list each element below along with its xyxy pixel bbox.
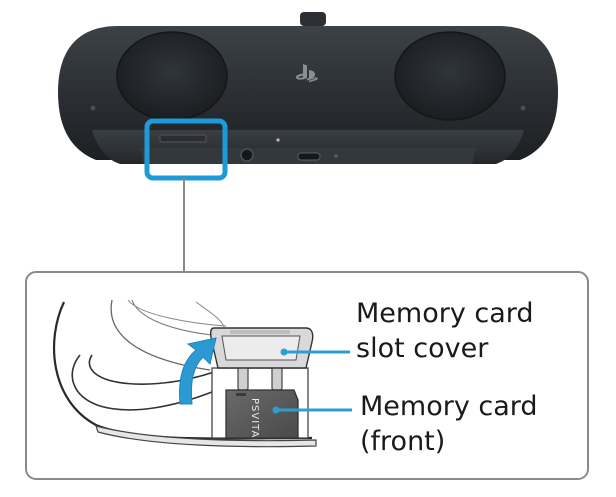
usb-port-icon bbox=[297, 152, 321, 161]
device-top-connector bbox=[300, 12, 326, 26]
device-illustration bbox=[58, 12, 558, 181]
memory-card-print: PSVITA bbox=[249, 398, 260, 438]
label-memory-card: Memory card (front) bbox=[360, 389, 538, 459]
label-slot-cover: Memory card slot cover bbox=[356, 296, 534, 366]
label-slot-cover-line1: Memory card bbox=[356, 298, 534, 329]
right-rear-pad bbox=[395, 32, 505, 120]
left-rear-pad bbox=[117, 32, 227, 120]
label-memory-card-line1: Memory card bbox=[360, 391, 538, 422]
mic-hole bbox=[276, 138, 280, 142]
slot-highlight-box bbox=[144, 118, 228, 181]
label-slot-cover-line2: slot cover bbox=[356, 333, 489, 364]
label-memory-card-line2: (front) bbox=[360, 426, 446, 457]
slot-closeup-illustration: PSVITA bbox=[53, 299, 317, 448]
callout-dot-memory-card bbox=[272, 406, 280, 414]
memory-card bbox=[225, 389, 299, 439]
memory-card-slot-on-device bbox=[159, 134, 207, 143]
curved-arrow-up-icon bbox=[179, 337, 217, 405]
callout-dot-slot-cover bbox=[280, 348, 288, 356]
headset-jack-icon bbox=[240, 148, 254, 162]
playstation-logo-icon bbox=[296, 64, 319, 83]
